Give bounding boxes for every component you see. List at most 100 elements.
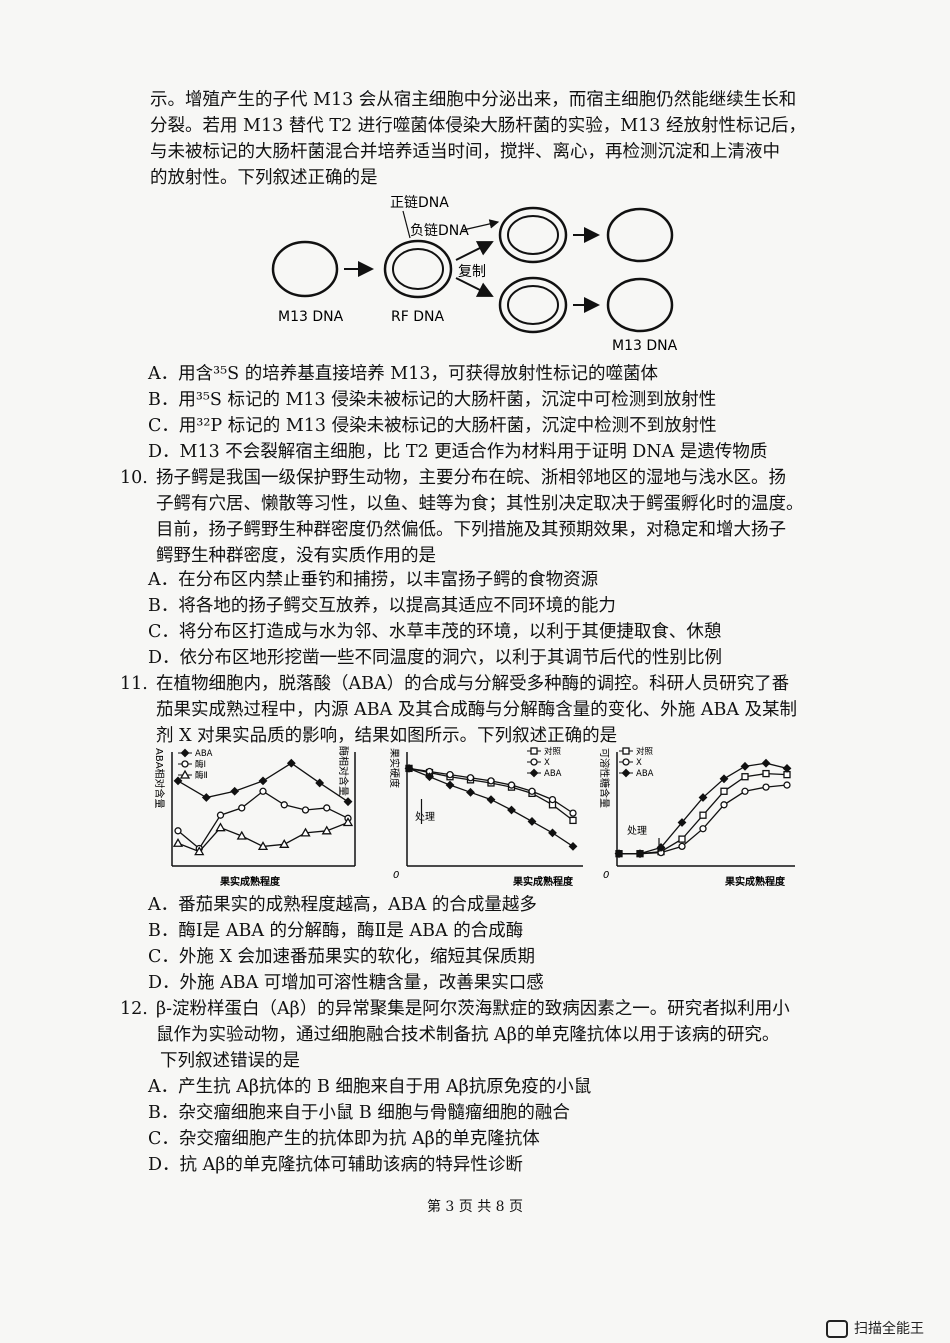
chart2-series-1-point-6 — [741, 787, 749, 795]
chart1-plot-area — [404, 764, 578, 851]
chart2-series-1-point-8 — [783, 781, 791, 789]
chart2-legend-label-2: ABA — [636, 769, 654, 779]
rf-dna-top-outer — [498, 206, 568, 264]
chart0-series-2-point-0 — [172, 837, 184, 847]
chart2-legend-label-1: X — [636, 758, 642, 768]
chart1-series-0-point-8 — [569, 816, 577, 825]
q12-option-a: A．产生抗 Aβ抗体的 B 细胞来自于用 Aβ抗原免疫的小鼠 — [148, 1077, 592, 1097]
m13-dna-bottom-circle — [606, 277, 674, 333]
chart1-series-1-point-3 — [466, 774, 475, 782]
chart0-series-1-point-7 — [323, 804, 331, 812]
q9-option-b: B．用³⁵S 标记的 M13 侵染未被标记的大肠杆菌，沉淀中可检测到放射性 — [148, 390, 717, 410]
chart0-series-2-point-6 — [300, 827, 311, 837]
q12-option-d: D．抗 Aβ的单克隆抗体可辅助该病的特异性诊断 — [148, 1155, 523, 1175]
chart2-ylabel: 可溶性糖含量 — [598, 748, 611, 808]
q11-option-c: C．外施 X 会加速番茄果实的软化，缩短其保质期 — [148, 947, 535, 967]
watermark-text: 扫描全能王 — [854, 1321, 924, 1337]
chart0-legend-marker-1 — [181, 760, 189, 768]
chart0-series-2-point-1 — [194, 846, 205, 856]
q10-stem-line-3: 目前，扬子鳄野生种群密度仍然偏低。下列措施及其预期效果，对稳定和增大扬子 — [156, 520, 786, 540]
chart1-series-1-point-5 — [507, 781, 516, 789]
chart0-legend-marker-0 — [180, 748, 190, 758]
chart0-legend-label-1: 酶Ⅰ — [195, 759, 206, 770]
q10-option-b: B．将各地的扬子鳄交互放养，以提高其适应不同环境的能力 — [148, 596, 616, 616]
q11-option-d: D．外施 ABA 可增加可溶性糖含量，改善果实口感 — [148, 973, 544, 993]
q12-stem-line-1: β-淀粉样蛋白（Aβ）的异常聚集是阿尔茨海默症的致病因素之一。研究者拟利用小 — [156, 999, 790, 1019]
q12-option-b: B．杂交瘤细胞来自于小鼠 B 细胞与骨髓瘤细胞的融合 — [148, 1103, 570, 1123]
label-m13-dna-left: M13 DNA — [278, 309, 344, 325]
chart0-series-1-point-3 — [238, 804, 246, 812]
chart0-series-0-point-0 — [173, 776, 183, 786]
chart0-series-1-point-6 — [301, 806, 310, 814]
q10-stem-line-4: 鳄野生种群密度，没有实质作用的是 — [156, 546, 436, 566]
q12-option-c: C．杂交瘤细胞产生的抗体即为抗 Aβ的单克隆抗体 — [148, 1129, 540, 1149]
arrow-up — [455, 241, 494, 261]
chart2-series-2-point-3 — [677, 818, 687, 827]
chart1-legend-label-2: ABA — [544, 769, 562, 779]
chart2-series-1-point-7 — [762, 783, 770, 791]
scanner-watermark: 扫描全能王 — [826, 1318, 924, 1338]
chart2-plot-area — [614, 758, 792, 859]
chart1-xlabel: 果实成熟程度 — [512, 875, 574, 888]
q12-stem-line-2: 鼠作为实验动物，通过细胞融合技术制备抗 Aβ的单克隆抗体以用于该病的研究。 — [156, 1025, 780, 1045]
chart1-legend-marker-0 — [530, 747, 538, 755]
label-replicate: 复制 — [458, 263, 486, 280]
q9-option-d: D．M13 不会裂解宿主细胞，比 T2 更适合作为材料用于证明 DNA 是遗传物… — [148, 442, 768, 462]
q11-stem-line-2: 茄果实成熟过程中，内源 ABA 及其合成酶与分解酶含量的变化、外施 ABA 及某… — [156, 700, 798, 720]
chart1-legend-marker-1 — [530, 758, 538, 766]
chart2-series-1-point-5 — [720, 801, 728, 809]
chart2-series-2-point-8 — [782, 764, 792, 773]
chart0-series-0-point-2 — [230, 786, 240, 796]
q9-stem-line-1: 示。增殖产生的子代 M13 会从宿主细胞中分泌出来，而宿主细胞仍然能继续生长和 — [150, 90, 797, 110]
chart2-series-0-point-5 — [720, 787, 728, 795]
q11-option-a: A．番茄果实的成熟程度越高，ABA 的合成量越多 — [148, 895, 537, 915]
chart0-series-1-point-4 — [259, 787, 267, 795]
chart2-annotation: 处理 — [627, 825, 647, 837]
chart1-series-1-point-8 — [569, 809, 577, 817]
pointer-positive — [402, 210, 411, 239]
chart2-series-2-point-7 — [761, 758, 771, 768]
chart2-series-1-point-4 — [699, 825, 707, 833]
chart1-series-2-point-8 — [568, 842, 578, 851]
chart0-series-2-point-3 — [236, 830, 247, 840]
chart0-series-0-point-4 — [286, 758, 296, 768]
rf-dna-inner — [392, 248, 444, 290]
chart1-series-2-point-1 — [425, 772, 434, 782]
chart2-legend-marker-2 — [621, 768, 631, 778]
chart0-ylabel-right: 酶相对含量 — [337, 746, 350, 796]
chart2-series-0-point-3 — [678, 835, 686, 843]
m13-dna-left-circle — [271, 240, 339, 298]
rf-dna-outer — [383, 239, 453, 299]
chart1-series-1-point-7 — [548, 795, 557, 804]
chart1-series-2-point-0 — [404, 764, 414, 773]
chart0-series-2-point-2 — [215, 822, 226, 832]
chart2-series-2-point-6 — [740, 761, 750, 771]
chart2-legend-label-0: 对照 — [636, 746, 654, 757]
q10-stem-line-2: 子鳄有穴居、懒散等习性，以鱼、蛙等为食；其性别决定取决于鳄蛋孵化时的温度。 — [156, 494, 804, 514]
q11-number: 11. — [120, 674, 148, 694]
chart0-xlabel: 果实成熟程度 — [219, 875, 281, 888]
chart2-series-2-point-5 — [719, 774, 729, 784]
chart0-series-2-point-7 — [321, 825, 332, 835]
chart2-series-0-point-4 — [699, 811, 707, 819]
label-m13-dna-right: M13 DNA — [612, 338, 678, 354]
chart0-series-0-point-1 — [201, 793, 211, 802]
chart1-series-2-point-5 — [507, 805, 516, 815]
rf-dna-bottom-inner — [507, 285, 559, 325]
chart0-series-1-point-0 — [174, 827, 182, 835]
chart1-series-1-point-6 — [528, 787, 536, 795]
chart0-legend-marker-2 — [179, 769, 191, 779]
q9-stem-line-3: 与未被标记的大肠杆菌混合并培养适当时间，搅拌、离心，再检测沉淀和上清液中 — [150, 142, 780, 162]
rf-dna-top-inner — [507, 215, 559, 255]
rf-dna-bottom-outer — [498, 276, 568, 334]
chart1-annotation: 处理 — [415, 811, 435, 823]
chart0-series-2-point-5 — [279, 839, 290, 848]
chart1-series-2-point-3 — [466, 787, 475, 797]
q10-stem-line-1: 扬子鳄是我国一级保护野生动物，主要分布在皖、浙相邻地区的湿地与浅水区。扬 — [156, 468, 786, 488]
chart2-series-0-point-6 — [741, 773, 749, 781]
page-footer: 第 3 页 共 8 页 — [426, 1199, 524, 1215]
q9-option-a: A．用含³⁵S 的培养基直接培养 M13，可获得放射性标记的噬菌体 — [148, 364, 658, 384]
